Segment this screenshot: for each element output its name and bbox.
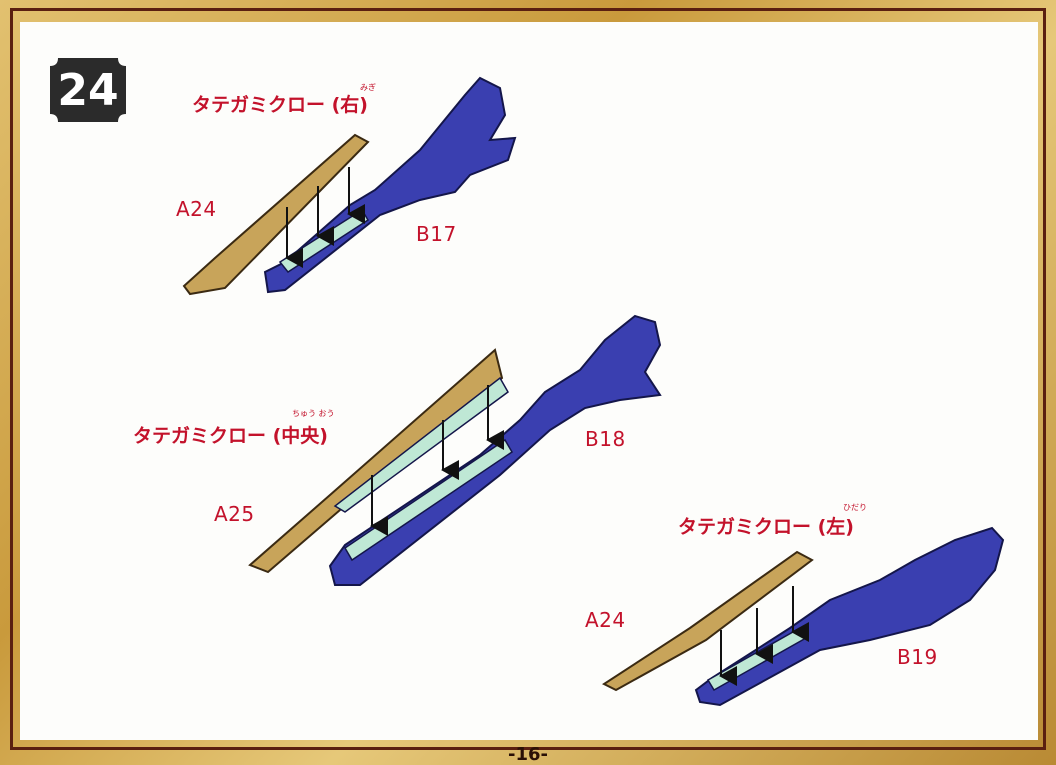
part-code-a24-top: A24 — [176, 197, 217, 221]
frame-border — [10, 8, 1046, 750]
part-name-left-claw: タテガミクロー (左) — [678, 516, 854, 538]
claw-left-assembly — [601, 526, 1005, 707]
claw-center-assembly — [248, 314, 662, 586]
part-code-b17: B17 — [416, 222, 457, 246]
joint-b18 — [343, 438, 514, 562]
part-name-right-claw: タテガミクロー (右) — [192, 94, 368, 116]
page-number: -16- — [508, 744, 548, 765]
blade-a24-left — [601, 550, 814, 692]
part-name-center-claw: タテガミクロー (中央) — [133, 425, 328, 447]
claw-right-assembly — [182, 76, 517, 296]
joint-a25 — [333, 376, 509, 513]
part-code-b19: B19 — [897, 645, 938, 669]
blade-a25 — [248, 348, 504, 574]
ruby-chuou: ちゅう おう — [292, 409, 335, 418]
ruby-migi: みぎ — [360, 83, 376, 92]
step-number: 24 — [57, 65, 119, 116]
step-badge — [50, 58, 126, 122]
part-code-a25: A25 — [214, 502, 255, 526]
ruby-hidari: ひだり — [843, 503, 867, 512]
body-b19 — [694, 526, 1005, 707]
part-code-a24-bottom: A24 — [585, 608, 626, 632]
blade-a24-right — [182, 133, 370, 296]
part-code-b18: B18 — [585, 427, 626, 451]
